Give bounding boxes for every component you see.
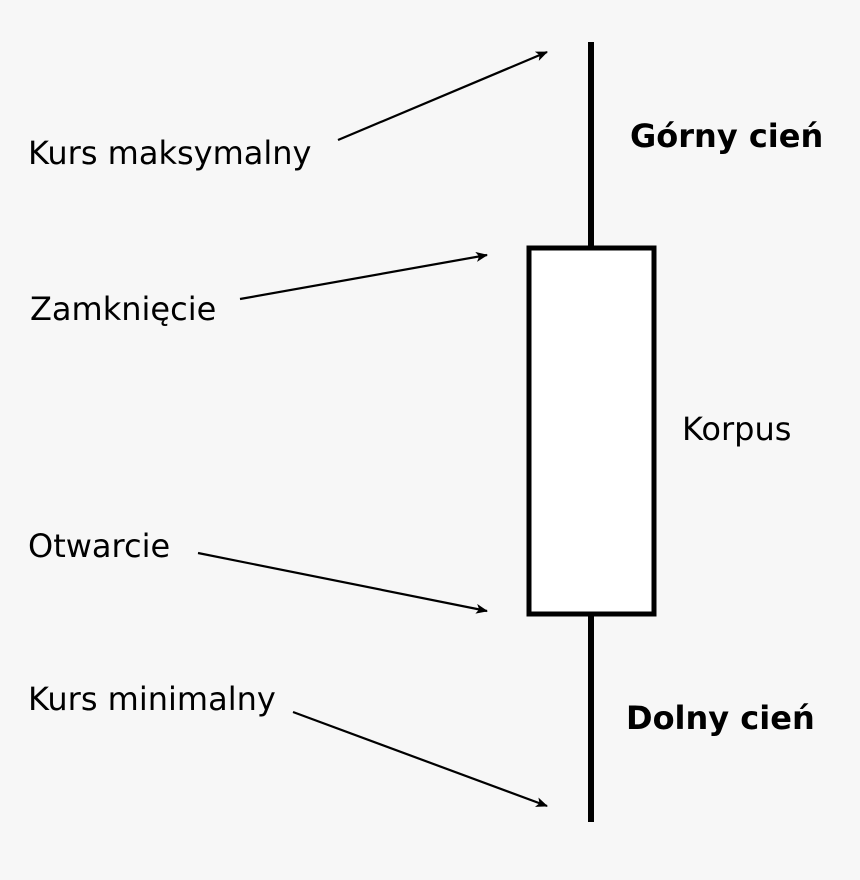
open-label: Otwarcie — [28, 527, 170, 565]
body-label: Korpus — [682, 410, 791, 448]
high-arrow — [337, 50, 548, 142]
low-arrow — [292, 710, 548, 808]
open-arrow — [197, 551, 488, 614]
candle-body — [526, 245, 657, 617]
low-label: Kurs minimalny — [28, 680, 276, 718]
close-arrow — [239, 252, 488, 301]
upper-shadow-label: Górny cień — [630, 117, 823, 155]
high-label: Kurs maksymalny — [28, 134, 311, 172]
lower-shadow-label: Dolny cień — [626, 699, 815, 737]
close-label: Zamknięcie — [30, 290, 216, 328]
